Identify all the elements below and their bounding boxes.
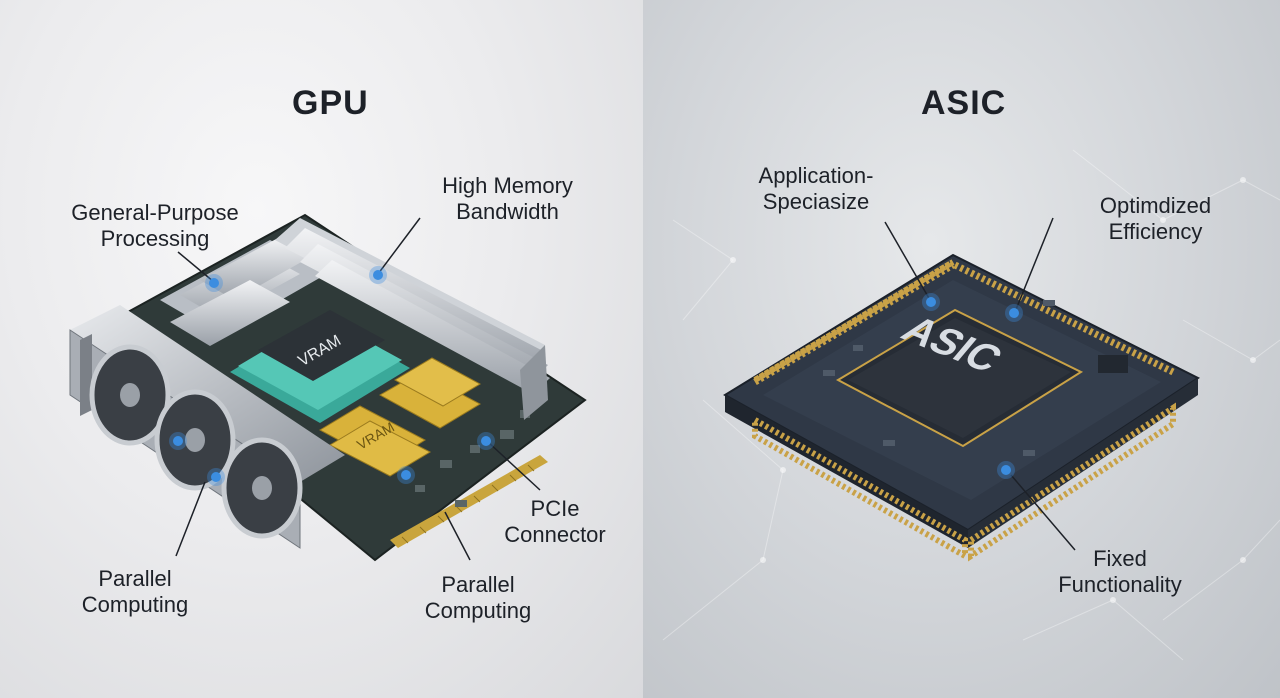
label-pcie-connector: PCIe Connector xyxy=(500,496,610,548)
marker-dot-icon xyxy=(169,432,187,450)
label-optimized-efficiency: Optimdized Efficiency xyxy=(1068,193,1243,245)
marker-dot-icon xyxy=(997,461,1015,479)
marker-dot-icon xyxy=(205,274,223,292)
marker-dot-icon xyxy=(207,468,225,486)
marker-dot-icon xyxy=(1005,304,1023,322)
asic-panel: ASIC ASIC Application- Speciasize Optimd… xyxy=(643,0,1280,698)
marker-dot-icon xyxy=(922,293,940,311)
label-general-purpose: General-Purpose Processing xyxy=(55,200,255,252)
label-parallel-computing-left: Parallel Computing xyxy=(65,566,205,618)
label-fixed-functionality: Fixed Functionality xyxy=(1040,546,1200,598)
label-application-specialized: Application- Speciasize xyxy=(741,163,891,215)
label-parallel-computing-right: Parallel Computing xyxy=(408,572,548,624)
label-memory-bandwidth: High Memory Bandwidth xyxy=(420,173,595,225)
marker-dot-icon xyxy=(369,266,387,284)
gpu-panel: VRAM VRAM GPU General-Purpose Processing… xyxy=(0,0,643,698)
marker-dot-icon xyxy=(397,466,415,484)
asic-title: ASIC xyxy=(921,84,1006,123)
marker-dot-icon xyxy=(477,432,495,450)
fan-icon xyxy=(224,440,300,536)
gpu-title: GPU xyxy=(292,84,369,123)
